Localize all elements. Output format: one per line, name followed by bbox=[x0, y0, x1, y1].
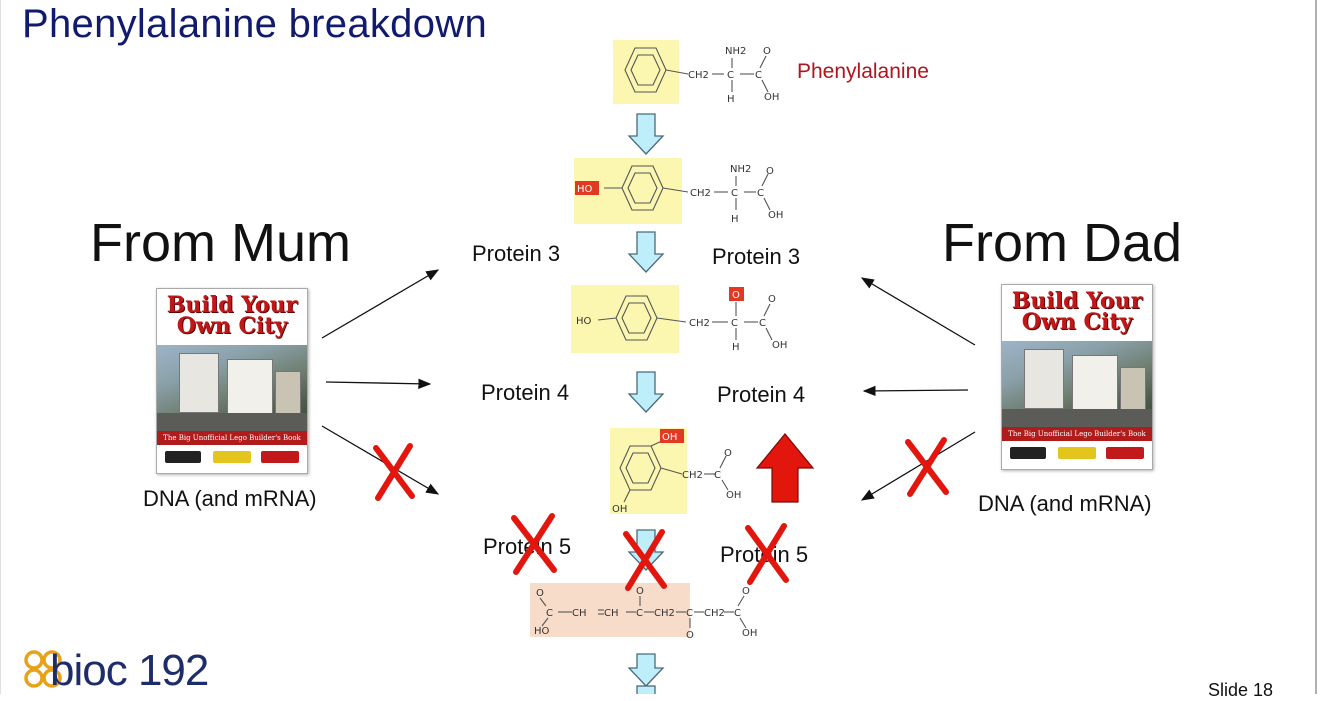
down-arrow-3 bbox=[629, 372, 663, 412]
arrow-mum-to-protein5 bbox=[322, 426, 438, 494]
tyrosine-atoms: HO CH2 C C NH2 H O OH bbox=[577, 164, 783, 225]
svg-text:O: O bbox=[766, 166, 774, 177]
svg-text:CH: CH bbox=[604, 608, 619, 619]
cross-icon-protein5-right bbox=[748, 526, 786, 582]
svg-text:C: C bbox=[759, 318, 766, 329]
cross-icons bbox=[376, 440, 946, 588]
cross-icon-mum-gene bbox=[376, 446, 412, 498]
phenylalanine-atoms: CH2 C C NH2 H O OH bbox=[688, 46, 779, 105]
svg-text:HO: HO bbox=[534, 626, 550, 637]
hga-atoms: OH CH2 C O OH OH bbox=[612, 432, 741, 515]
hga-structure bbox=[620, 440, 728, 502]
svg-text:C: C bbox=[686, 608, 693, 619]
svg-text:O: O bbox=[636, 586, 644, 597]
down-arrow-1 bbox=[629, 114, 663, 154]
svg-text:H: H bbox=[731, 214, 739, 225]
svg-text:O: O bbox=[768, 294, 776, 305]
arrow-dad-to-protein4 bbox=[864, 390, 968, 391]
svg-text:O: O bbox=[742, 586, 750, 597]
svg-text:OH: OH bbox=[726, 490, 741, 501]
arrow-mum-to-protein4 bbox=[326, 382, 430, 384]
svg-text:C: C bbox=[731, 318, 738, 329]
svg-text:O: O bbox=[686, 630, 694, 641]
svg-text:C: C bbox=[731, 188, 738, 199]
svg-text:CH2: CH2 bbox=[654, 608, 675, 619]
svg-text:O: O bbox=[732, 290, 740, 301]
arrow-mum-to-protein3 bbox=[322, 270, 438, 338]
svg-text:OH: OH bbox=[764, 92, 779, 103]
svg-text:C: C bbox=[636, 608, 643, 619]
down-arrow-5 bbox=[629, 654, 663, 686]
svg-text:H: H bbox=[732, 342, 740, 353]
hppa-structure bbox=[598, 296, 772, 340]
svg-text:CH2: CH2 bbox=[682, 470, 703, 481]
svg-text:C: C bbox=[734, 608, 741, 619]
svg-text:C: C bbox=[727, 70, 734, 81]
svg-text:OH: OH bbox=[612, 504, 627, 515]
svg-text:CH2: CH2 bbox=[688, 70, 709, 81]
down-arrow-6 bbox=[637, 686, 655, 694]
cross-icon-protein5-left bbox=[514, 516, 554, 572]
maa-atoms: O C HO CH CH C O CH2 C O CH2 C O OH bbox=[534, 586, 757, 641]
svg-text:NH2: NH2 bbox=[725, 46, 746, 57]
down-arrow-2 bbox=[629, 232, 663, 272]
bioc-logo-text: bioc 192 bbox=[50, 646, 208, 696]
arrow-dad-to-protein3 bbox=[862, 278, 975, 345]
svg-text:H: H bbox=[727, 94, 735, 105]
svg-text:OH: OH bbox=[772, 340, 787, 351]
svg-text:C: C bbox=[757, 188, 764, 199]
arrow-dad-to-protein5 bbox=[862, 432, 975, 500]
svg-text:C: C bbox=[714, 470, 721, 481]
svg-text:O: O bbox=[536, 588, 544, 599]
up-arrow-icon bbox=[757, 434, 813, 502]
svg-text:O: O bbox=[763, 46, 771, 57]
svg-text:NH2: NH2 bbox=[730, 164, 751, 175]
cross-icon-dad-gene bbox=[908, 440, 946, 494]
svg-text:HO: HO bbox=[576, 316, 592, 327]
svg-text:HO: HO bbox=[577, 184, 593, 195]
svg-text:CH2: CH2 bbox=[689, 318, 710, 329]
svg-text:O: O bbox=[724, 448, 732, 459]
slide-number: Slide 18 bbox=[1208, 680, 1273, 701]
svg-text:CH2: CH2 bbox=[690, 188, 711, 199]
svg-text:OH: OH bbox=[662, 432, 677, 443]
svg-text:C: C bbox=[755, 70, 762, 81]
svg-text:OH: OH bbox=[742, 628, 757, 639]
svg-text:CH: CH bbox=[572, 608, 587, 619]
svg-text:OH: OH bbox=[768, 210, 783, 221]
svg-text:CH2: CH2 bbox=[704, 608, 725, 619]
svg-text:C: C bbox=[546, 608, 553, 619]
